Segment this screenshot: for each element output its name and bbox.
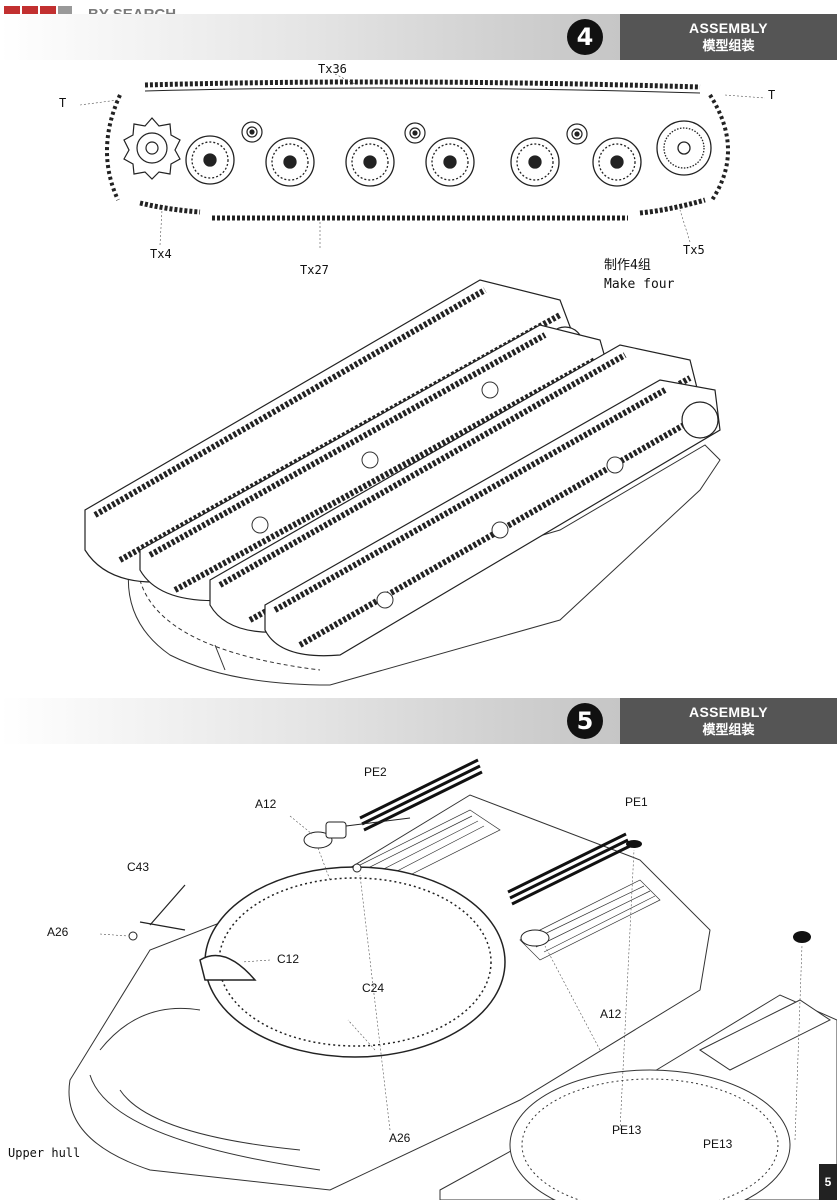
label-t-right: T [768,88,776,102]
assembly-note: 制作4组 Make four [604,256,674,294]
label-tx4: Tx4 [150,247,172,261]
note-zh: 制作4组 [604,258,651,273]
label-c12: C12 [277,952,300,966]
track-links-right-end [708,93,730,202]
label-a26-bottom: A26 [389,1131,411,1145]
label-c24: C24 [362,981,385,995]
label-pe1: PE1 [625,795,648,809]
step-4-title-en: ASSEMBLY [689,20,768,36]
label-a12-right: A12 [600,1007,622,1021]
part-pe13-mid [626,840,642,848]
track-links-top [144,79,701,94]
note-en: Make four [604,277,675,292]
step-5-title-en: ASSEMBLY [689,704,768,720]
step-4-number: 4 [567,19,603,55]
part-c43 [139,884,186,931]
turret-ring [204,866,506,1058]
road-wheels [185,135,642,187]
label-pe2: PE2 [364,765,387,779]
idler-wheel [656,120,712,176]
step-4-title: ASSEMBLY 模型组装 [620,14,837,60]
page-number: 5 [819,1164,837,1200]
step-4-title-zh: 模型组装 [702,38,755,53]
label-tx5: Tx5 [683,243,705,257]
step-5-title-zh: 模型组装 [702,722,755,737]
label-upper-hull: Upper hull [8,1146,81,1160]
part-a26-bottom [352,863,362,873]
part-c24 [325,817,411,839]
track-links-bottom [139,197,706,221]
label-tx27: Tx27 [300,263,329,277]
track-side-diagram [79,73,766,250]
step-5-title: ASSEMBLY 模型组装 [620,698,837,744]
label-a12-top: A12 [255,797,277,811]
part-pe13-right [793,931,811,943]
second-hull-partial [439,994,837,1200]
step-5-header: 5 ASSEMBLY 模型组装 [0,698,837,744]
isometric-tracks-assembly [84,279,721,686]
part-a12-right [520,929,550,947]
track-links-left-end [105,94,122,201]
pe1-strips [507,832,631,906]
pe2-strips [359,758,483,832]
return-rollers [241,121,588,145]
upper-hull-diagram [68,758,837,1200]
step-5-number: 5 [567,703,603,739]
label-tx36: Tx36 [318,62,347,76]
part-a26-left [128,931,138,941]
part-c12 [199,954,257,981]
label-t-left: T [59,96,67,110]
label-c43: C43 [127,860,150,874]
step-4-header: 4 ASSEMBLY 模型组装 [0,14,837,60]
drive-sprocket [123,117,181,180]
label-pe13-right: PE13 [703,1137,733,1151]
label-pe13-mid: PE13 [612,1123,642,1137]
label-a26-left: A26 [47,925,69,939]
